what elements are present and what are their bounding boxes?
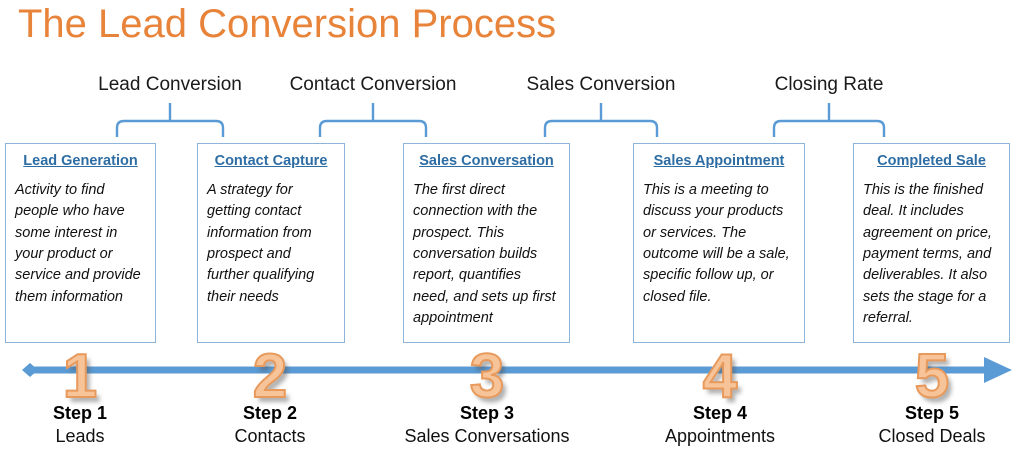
stage-body-5: This is the finished deal. It includes a…: [863, 182, 992, 326]
stage-body-4: This is a meeting to discuss your produc…: [643, 182, 790, 305]
brace-connector-2: [316, 103, 430, 137]
page-title: The Lead Conversion Process: [18, 2, 557, 46]
phase-label-2: Contact Conversion: [289, 74, 457, 95]
step-subtitle-3: Sales Conversations: [404, 425, 570, 446]
brace-connector-4: [770, 103, 888, 137]
stage-body-2: A strategy for getting contact informati…: [207, 182, 315, 305]
phase-label-4: Closing Rate: [774, 74, 884, 95]
step-number-2: 2: [252, 342, 289, 411]
stage-body-3: The first direct connection with the pro…: [413, 182, 556, 326]
step-number-3: 3: [469, 342, 506, 411]
step-title-3: Step 3: [459, 403, 515, 423]
stage-title-2: Contact Capture: [214, 153, 328, 169]
stage-title-1: Lead Generation: [23, 153, 138, 169]
brace-connector-1: [113, 103, 227, 137]
diamond-marker: [22, 363, 38, 377]
timeline-arrow: [0, 352, 1024, 388]
stage-title-5: Completed Sale: [877, 153, 986, 169]
step-title-1: Step 1: [52, 403, 108, 423]
phase-label-1: Lead Conversion: [98, 74, 242, 95]
stage-title-3: Sales Conversation: [419, 153, 554, 169]
step-number-4: 4: [702, 342, 739, 411]
step-subtitle-5: Closed Deals: [878, 425, 986, 446]
stage-title-4: Sales Appointment: [653, 153, 785, 169]
step-subtitle-2: Contacts: [234, 425, 306, 446]
phase-label-3: Sales Conversion: [526, 74, 676, 95]
step-title-4: Step 4: [692, 403, 748, 423]
brace-connector-3: [541, 103, 661, 137]
step-title-2: Step 2: [242, 403, 298, 423]
step-subtitle-1: Leads: [55, 425, 105, 446]
stage-box-2: Contact Capture A strategy for getting co…: [197, 143, 345, 343]
step-title-5: Step 5: [904, 403, 960, 423]
step-number-5: 5: [914, 342, 951, 411]
step-number-1: 1: [62, 342, 99, 411]
stage-body-1: Activity to find people who have some in…: [15, 182, 141, 305]
arrowhead-marker: [984, 357, 1012, 383]
step-subtitle-4: Appointments: [664, 425, 776, 446]
